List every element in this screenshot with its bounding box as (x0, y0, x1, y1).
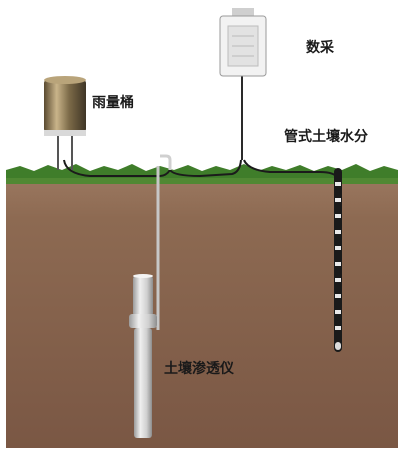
tube-soil-moisture-label: 管式土壤水分 (284, 129, 368, 145)
data-logger-label: 数采 (306, 40, 334, 56)
data-logger-box-icon (219, 8, 267, 77)
lysimeter-riser (156, 154, 172, 330)
rain-gauge-icon (44, 76, 86, 170)
soil-lysimeter-label: 土壤渗透仪 (164, 361, 234, 377)
soil-layer (6, 178, 398, 448)
tube-soil-moisture-probe-icon (334, 168, 342, 352)
rain-gauge-label: 雨量桶 (92, 95, 134, 111)
soil-lysimeter-icon (129, 274, 157, 438)
